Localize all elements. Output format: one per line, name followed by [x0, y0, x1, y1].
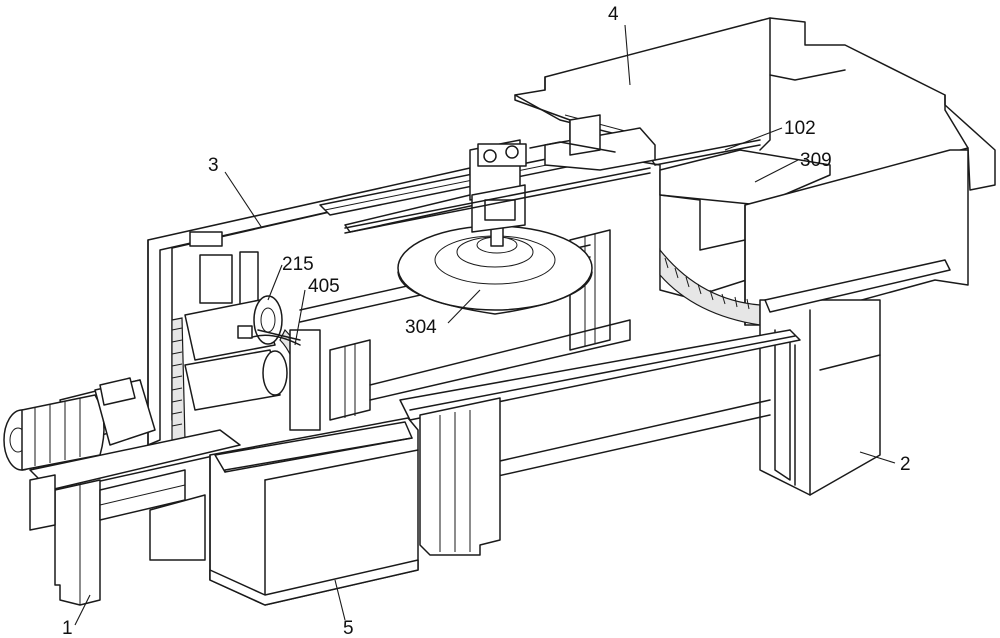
label-part-1: 1: [62, 618, 73, 638]
disc-304: [397, 221, 593, 315]
leader-lines: [74, 24, 896, 626]
label-part-215: 215: [282, 254, 314, 275]
label-part-405: 405: [308, 276, 340, 297]
label-part-4: 4: [608, 4, 619, 25]
label-part-5: 5: [343, 618, 354, 638]
label-part-304: 304: [405, 317, 437, 338]
label-part-3: 3: [208, 155, 219, 176]
hopper-box: [514, 17, 996, 496]
motor-assembly: [3, 377, 241, 606]
part-labels: 4 3 102 309 215 405 304 2 1 5: [62, 4, 911, 638]
top-carriage: [344, 114, 761, 234]
label-part-102: 102: [784, 118, 816, 139]
label-part-2: 2: [900, 454, 911, 475]
label-part-309: 309: [800, 150, 832, 171]
collection-bin: [209, 417, 419, 606]
